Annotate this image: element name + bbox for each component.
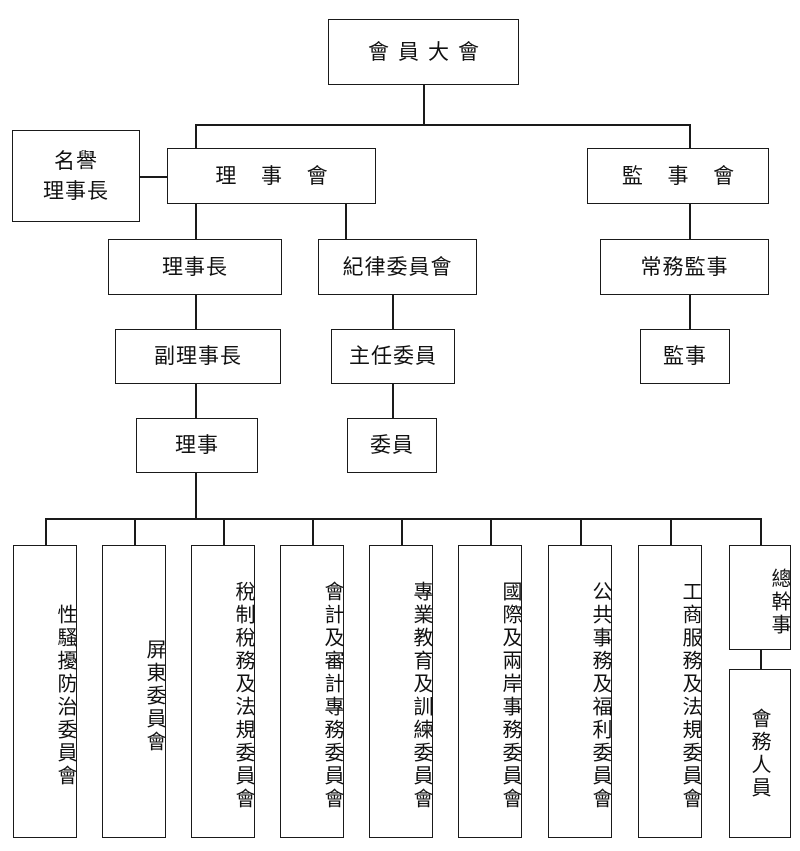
connector-bus-drop-3 xyxy=(223,518,225,546)
node-supervisor-label: 監事 xyxy=(663,344,707,369)
node-committee-7[interactable]: 公共事務及福利委員會 xyxy=(548,545,613,838)
node-director[interactable]: 理事 xyxy=(136,418,258,473)
node-discipline-committee[interactable]: 紀律委員會 xyxy=(318,239,477,295)
node-board-of-supervisors-label: 監 事 會 xyxy=(621,163,744,188)
connector-chief-to-member xyxy=(392,383,394,419)
connector-bus-to-supervisors xyxy=(689,124,691,149)
node-secretary-general-label: 總幹事 xyxy=(768,567,792,637)
node-committee-4[interactable]: 會計及審計專務委員會 xyxy=(280,545,345,838)
node-vice-chairman-label: 副理事長 xyxy=(154,344,242,369)
connector-honorary-to-board xyxy=(139,176,168,178)
connector-committee-bus xyxy=(45,518,761,520)
node-committee-2[interactable]: 屏東委員會 xyxy=(102,545,167,838)
connector-vice-to-director xyxy=(195,383,197,419)
node-honorary-chairman[interactable]: 名譽 理事長 xyxy=(12,130,140,222)
node-discipline-committee-label: 紀律委員會 xyxy=(342,254,453,279)
node-honorary-chairman-line1: 名譽 xyxy=(54,148,98,173)
node-board-of-directors[interactable]: 理 事 會 xyxy=(167,148,376,204)
node-committee-6-label: 國際及兩岸事務委員會 xyxy=(499,581,523,811)
node-committee-5-label: 專業教育及訓練委員會 xyxy=(410,581,434,811)
node-committee-member[interactable]: 委員 xyxy=(347,418,437,473)
connector-board-to-chairman xyxy=(195,203,197,239)
node-board-of-supervisors[interactable]: 監 事 會 xyxy=(587,148,769,204)
connector-standing-to-supervisor xyxy=(689,294,691,330)
node-honorary-chairman-label: 名譽 理事長 xyxy=(43,146,109,207)
connector-secretary-to-staff xyxy=(760,650,762,670)
node-committee-5[interactable]: 專業教育及訓練委員會 xyxy=(369,545,434,838)
node-committee-member-label: 委員 xyxy=(370,433,414,458)
node-committee-2-label: 屏東委員會 xyxy=(143,638,167,754)
connector-discipline-to-chief xyxy=(392,294,394,330)
connector-director-down xyxy=(195,472,197,519)
node-board-of-directors-label: 理 事 會 xyxy=(215,163,337,188)
node-chief-committee-member-label: 主任委員 xyxy=(349,344,437,369)
node-general-assembly-label: 會員大會 xyxy=(368,39,488,64)
node-standing-supervisor[interactable]: 常務監事 xyxy=(600,239,769,295)
node-honorary-chairman-line2: 理事長 xyxy=(43,179,109,203)
node-committee-1[interactable]: 性騷擾防治委員會 xyxy=(13,545,78,838)
node-committee-4-label: 會計及審計專務委員會 xyxy=(321,581,345,811)
node-standing-supervisor-label: 常務監事 xyxy=(640,254,729,279)
node-secretary-general[interactable]: 總幹事 xyxy=(729,545,792,650)
connector-bus-drop-7 xyxy=(580,518,582,546)
node-admin-staff[interactable]: 會務人員 xyxy=(729,669,791,838)
connector-bus-drop-5 xyxy=(401,518,403,546)
connector-bus-drop-6 xyxy=(490,518,492,546)
node-committee-1-label: 性騷擾防治委員會 xyxy=(54,604,78,788)
node-committee-8[interactable]: 工商服務及法規委員會 xyxy=(638,545,703,838)
node-committee-6[interactable]: 國際及兩岸事務委員會 xyxy=(458,545,523,838)
connector-bus-drop-4 xyxy=(312,518,314,546)
connector-bus-drop-1 xyxy=(45,518,47,546)
node-admin-staff-label: 會務人員 xyxy=(748,707,772,800)
node-committee-3-label: 稅制稅務及法規委員會 xyxy=(232,581,256,811)
connector-assembly-bus xyxy=(195,124,690,126)
connector-assembly-down xyxy=(423,84,425,125)
connector-supervisors-to-standing xyxy=(689,203,691,239)
connector-chairman-to-vice xyxy=(195,294,197,330)
node-chief-committee-member[interactable]: 主任委員 xyxy=(331,329,455,384)
connector-bus-drop-9 xyxy=(760,518,762,546)
connector-bus-to-board xyxy=(195,124,197,149)
node-supervisor[interactable]: 監事 xyxy=(640,329,730,384)
node-chairman[interactable]: 理事長 xyxy=(108,239,282,295)
node-chairman-label: 理事長 xyxy=(162,254,228,279)
connector-board-to-discipline xyxy=(345,203,347,239)
connector-bus-drop-2 xyxy=(134,518,136,546)
node-committee-8-label: 工商服務及法規委員會 xyxy=(679,581,703,811)
node-director-label: 理事 xyxy=(175,433,219,458)
connector-bus-drop-8 xyxy=(670,518,672,546)
node-committee-3[interactable]: 稅制稅務及法規委員會 xyxy=(191,545,256,838)
node-general-assembly[interactable]: 會員大會 xyxy=(328,19,519,85)
node-vice-chairman[interactable]: 副理事長 xyxy=(115,329,281,384)
node-committee-7-label: 公共事務及福利委員會 xyxy=(589,581,613,811)
